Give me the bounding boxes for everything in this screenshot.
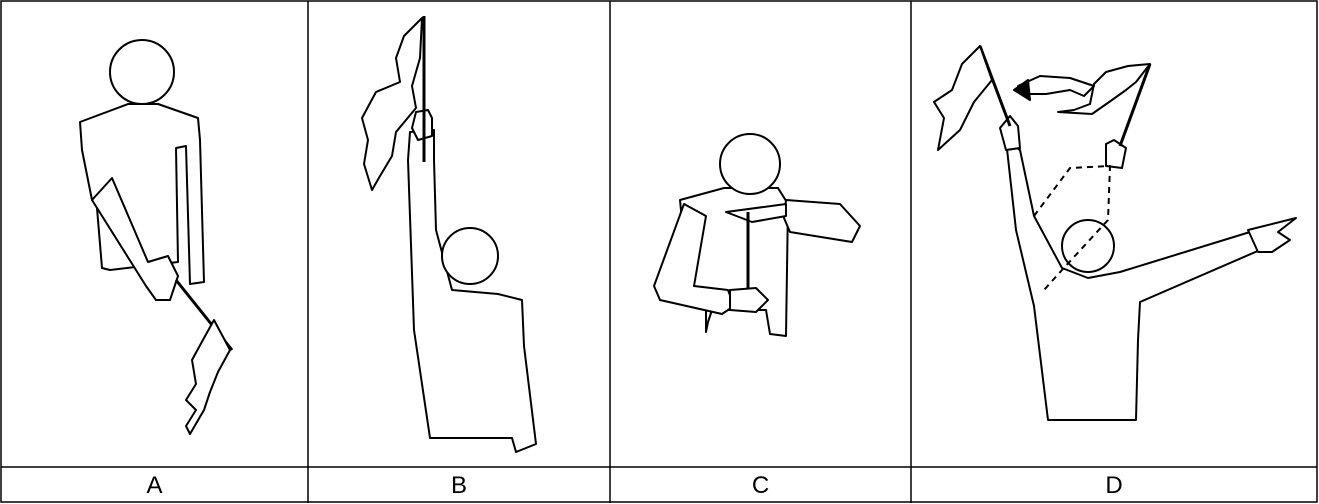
panel-label-d: D — [1105, 471, 1123, 499]
figure-b-flag-raised — [361, 16, 537, 453]
figure-c-time-out — [653, 133, 861, 337]
panel-label-c: C — [751, 471, 770, 499]
panel-label-b: B — [450, 471, 467, 499]
figure-d-wave-point — [933, 45, 1297, 421]
figure-a-flag-low — [79, 39, 234, 435]
panel-label-a: A — [146, 471, 163, 499]
